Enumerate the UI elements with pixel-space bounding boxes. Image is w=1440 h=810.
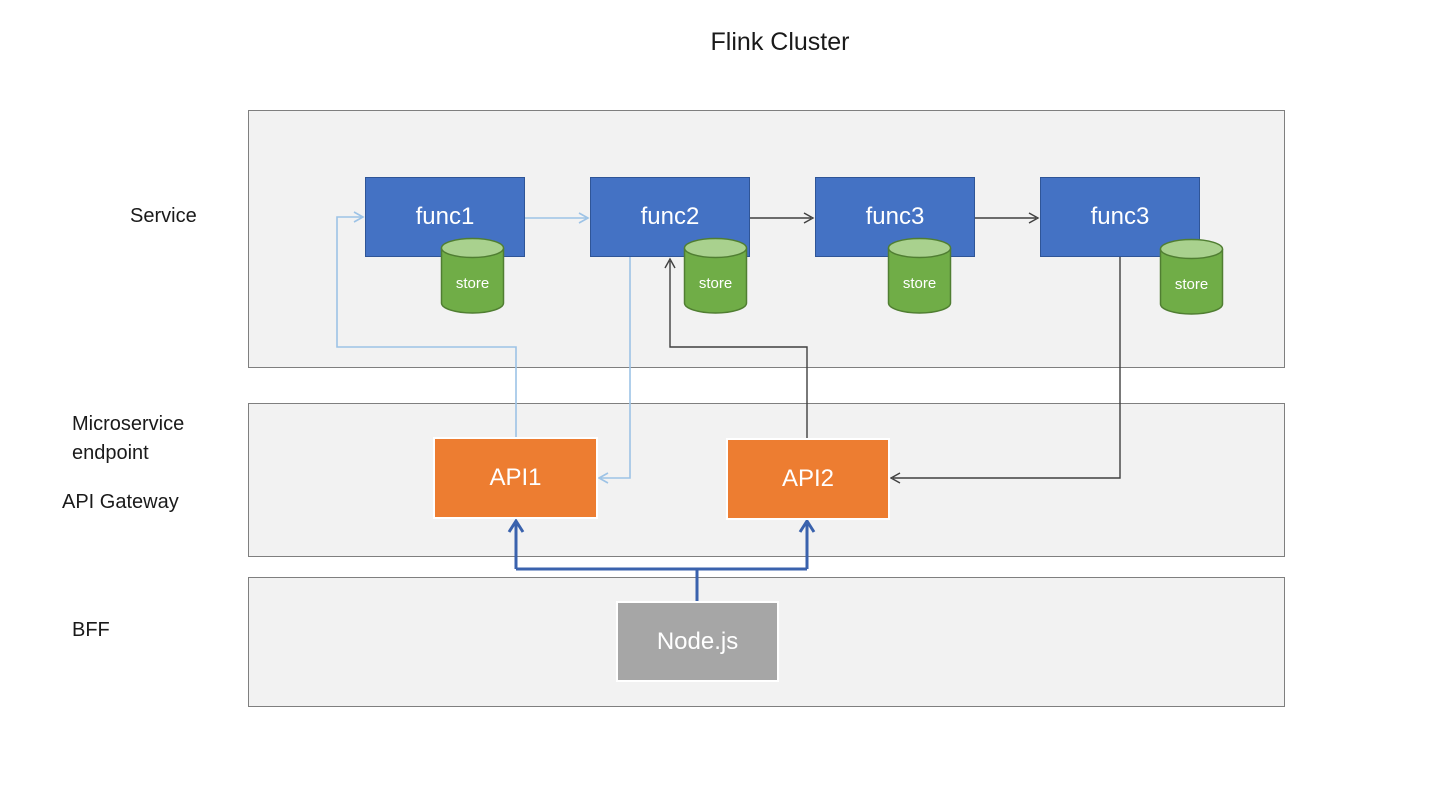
node-nodejs: Node.js [616,601,779,682]
node-api2-label: API2 [781,465,835,492]
store-label: store [1174,276,1209,293]
node-api2: API2 [726,438,890,520]
node-func2-label: func2 [640,203,700,230]
store-cylinder-func3-second: store [1159,238,1224,316]
store-label: store [902,275,937,292]
store-cylinder-func2: store [683,237,748,315]
store-cylinder-func3-first: store [887,237,952,315]
store-label: store [455,275,490,292]
store-label: store [698,275,733,292]
node-func1-label: func1 [415,203,475,230]
lane-label-bff: BFF [72,619,110,641]
lane-label-microservice-endpoint: Microservice endpoint [72,413,185,464]
node-func3-first-label: func3 [865,203,925,230]
cylinder-icon [1159,238,1224,315]
lane-label-service: Service [130,205,197,227]
node-func3-second-label: func3 [1090,203,1150,230]
node-nodejs-label: Node.js [656,627,739,655]
node-api1: API1 [433,437,598,519]
store-cylinder-func1: store [440,237,505,315]
node-api1-label: API1 [489,464,542,491]
lane-label-api-gateway: API Gateway [62,491,179,513]
diagram-title: Flink Cluster [710,28,850,56]
